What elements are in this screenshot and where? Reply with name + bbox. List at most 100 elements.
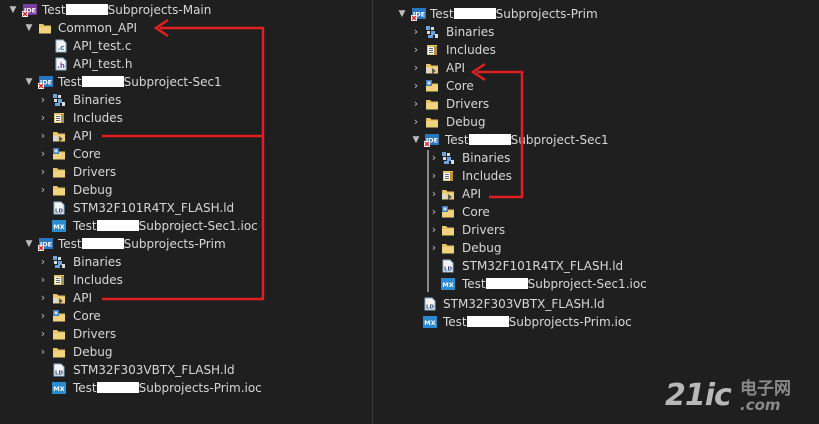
redaction-bar [453, 8, 496, 19]
project-name-suffix: Subproject-Sec1 [510, 133, 609, 147]
chevron-down-icon[interactable]: ▼ [9, 5, 17, 15]
chevron-right-icon[interactable]: › [40, 147, 46, 160]
redaction-bar [468, 134, 511, 145]
file-name-prefix: Test [73, 219, 97, 233]
binaries-icon [441, 151, 455, 165]
tree-item-label: Includes [462, 169, 512, 183]
chevron-right-icon[interactable]: › [431, 151, 437, 164]
chevron-right-icon[interactable]: › [40, 273, 46, 286]
linker-file-icon [52, 201, 66, 215]
tree-item-core[interactable]: › Core [38, 145, 338, 163]
chevron-right-icon[interactable]: › [40, 327, 46, 340]
pane-divider[interactable] [372, 0, 373, 424]
tree-item-label: STM32F101R4TX_FLASH.ld [73, 201, 235, 215]
tree-file-api-test-h[interactable]: API_test.h [54, 55, 354, 73]
tree-item-debug[interactable]: › Debug [38, 181, 338, 199]
chevron-right-icon[interactable]: › [40, 129, 46, 142]
tree-item-binaries[interactable]: › Binaries [38, 253, 338, 271]
tree-item-debug[interactable]: › Debug [429, 239, 729, 257]
chevron-right-icon[interactable]: › [413, 97, 419, 110]
chevron-right-icon[interactable]: › [40, 255, 46, 268]
chevron-right-icon[interactable]: › [431, 205, 437, 218]
file-name-suffix: Subproject-Sec1.ioc [527, 277, 647, 291]
tree-item-binaries[interactable]: › Binaries [411, 23, 711, 41]
includes-icon [441, 169, 455, 183]
chevron-right-icon[interactable]: › [413, 61, 419, 74]
mx-file-icon [52, 381, 66, 395]
ide-project-icon [38, 75, 54, 89]
watermark-cn-text: 电子网 [740, 379, 791, 399]
tree-file-linker-script[interactable]: STM32F303VBTX_FLASH.ld [423, 295, 723, 313]
chevron-right-icon[interactable]: › [40, 183, 46, 196]
chevron-right-icon[interactable]: › [40, 345, 46, 358]
ide-project-icon [38, 237, 54, 251]
tree-item-api[interactable]: › API [429, 185, 489, 203]
tree-item-drivers[interactable]: › Drivers [429, 221, 729, 239]
chevron-right-icon[interactable]: › [431, 187, 437, 200]
chevron-down-icon[interactable]: ▼ [25, 23, 33, 33]
chevron-right-icon[interactable]: › [40, 165, 46, 178]
tree-item-includes[interactable]: › Includes [429, 167, 729, 185]
project-name-prefix: Test [42, 3, 66, 17]
tree-folder-common-api[interactable]: ▼ Common_API [24, 19, 354, 37]
tree-item-label: Drivers [446, 97, 490, 111]
tree-item-includes[interactable]: › Includes [38, 271, 338, 289]
tree-item-drivers[interactable]: › Drivers [38, 325, 338, 343]
chevron-right-icon[interactable]: › [431, 223, 437, 236]
site-watermark-logo: 21ic 电子网 .com [665, 370, 815, 420]
tree-item-includes[interactable]: › Includes [38, 109, 338, 127]
tree-item-core[interactable]: › Core [38, 307, 338, 325]
tree-item-binaries[interactable]: › Binaries [38, 91, 338, 109]
chevron-right-icon[interactable]: › [413, 43, 419, 56]
tree-item-api[interactable]: › API [38, 289, 98, 307]
tree-item-core[interactable]: › Core [411, 77, 711, 95]
tree-item-drivers[interactable]: › Drivers [411, 95, 711, 113]
tree-file-linker-script[interactable]: STM32F101R4TX_FLASH.ld [441, 257, 741, 275]
folder-icon [441, 241, 455, 255]
includes-icon [52, 273, 66, 287]
tree-file-linker-script[interactable]: STM32F101R4TX_FLASH.ld [52, 199, 352, 217]
tree-item-debug[interactable]: › Debug [38, 343, 338, 361]
tree-item-api[interactable]: › API [38, 127, 98, 145]
tree-item-drivers[interactable]: › Drivers [38, 163, 338, 181]
linker-file-icon [423, 297, 437, 311]
chevron-down-icon[interactable]: ▼ [25, 239, 33, 249]
tree-file-linker-script[interactable]: STM32F303VBTX_FLASH.ld [52, 361, 352, 379]
chevron-right-icon[interactable]: › [40, 93, 46, 106]
chevron-right-icon[interactable]: › [413, 79, 419, 92]
chevron-right-icon[interactable]: › [431, 241, 437, 254]
tree-item-debug[interactable]: › Debug [411, 113, 711, 131]
chevron-down-icon[interactable]: ▼ [398, 9, 406, 19]
chevron-down-icon[interactable]: ▼ [25, 77, 33, 87]
c-file-icon [54, 39, 68, 53]
chevron-down-icon[interactable]: ▼ [412, 135, 420, 145]
chevron-right-icon[interactable]: › [431, 169, 437, 182]
tree-item-binaries[interactable]: › Binaries [429, 149, 729, 167]
chevron-right-icon[interactable]: › [40, 291, 46, 304]
folder-icon [52, 327, 66, 341]
tree-item-includes[interactable]: › Includes [411, 41, 711, 59]
chevron-right-icon[interactable]: › [40, 111, 46, 124]
ide-project-icon [424, 133, 440, 147]
chevron-right-icon[interactable]: › [413, 115, 419, 128]
tree-item-label: Debug [73, 183, 113, 197]
ide-project-icon [411, 7, 427, 21]
chevron-right-icon[interactable]: › [413, 25, 419, 38]
tree-item-api[interactable]: › API [411, 59, 471, 77]
project-name-prefix: Test [58, 75, 82, 89]
tree-item-label: Includes [73, 111, 123, 125]
tree-item-core[interactable]: › Core [429, 203, 729, 221]
tree-file-api-test-c[interactable]: API_test.c [54, 37, 354, 55]
chevron-right-icon[interactable]: › [40, 309, 46, 322]
project-name-prefix: Test [430, 7, 454, 21]
file-name-suffix: Subprojects-Prim.ioc [138, 381, 262, 395]
